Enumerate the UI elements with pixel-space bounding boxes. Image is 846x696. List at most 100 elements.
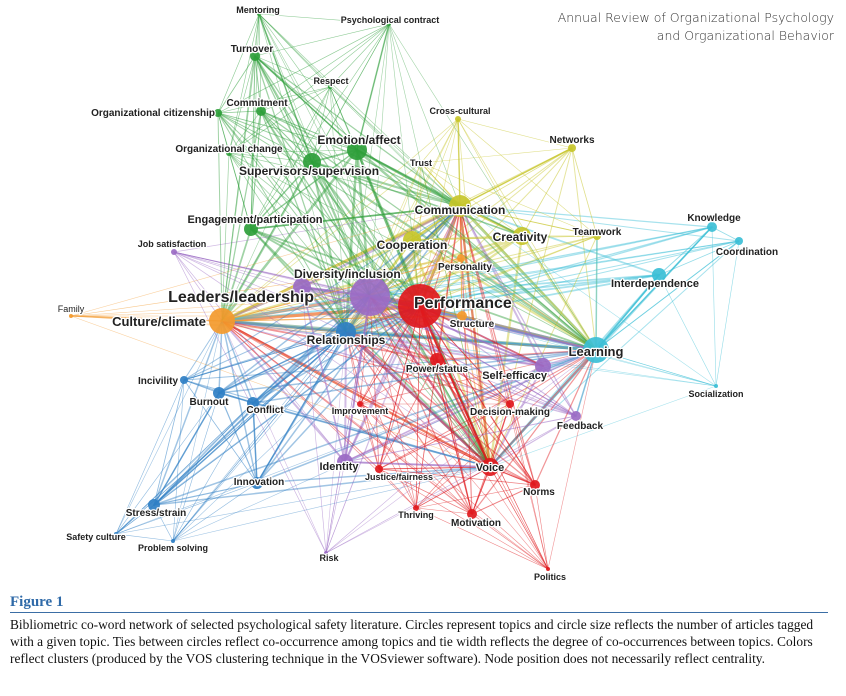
tie-voice-powerstatus (436, 359, 491, 468)
node-relationships (336, 322, 356, 342)
tie-jobsatisfaction-voice (173, 251, 491, 468)
network-nodes (69, 12, 743, 571)
tie-stress-communication (153, 205, 461, 506)
node-label-risk: Risk (319, 553, 339, 563)
tie-knowledge-communication (459, 205, 713, 228)
tie-knowledge-socialization (711, 226, 717, 387)
tie-engagement-communication (250, 205, 461, 230)
tie-relationships-culture (220, 319, 348, 334)
tie-norms-justice (378, 468, 536, 486)
node-label-socialization: Socialization (688, 389, 743, 399)
tie-justice-culture (221, 320, 380, 470)
tie-emotion-culture (220, 148, 359, 323)
tie-decisionmaking-culture (221, 320, 511, 405)
node-conflict (247, 397, 259, 409)
tie-psychcontract-relationships (345, 23, 390, 333)
network-labels: PerformanceLeaders/leadershipCulture/cli… (57, 4, 780, 584)
tie-socialization-voice (489, 385, 717, 468)
node-label-networks: Networks (549, 135, 594, 146)
tie-feedback-risk (325, 415, 577, 554)
tie-jobsatisfaction-culture (173, 251, 223, 322)
node-label-thriving: Thriving (398, 510, 434, 520)
tie-voice-thriving (415, 466, 491, 509)
tie-orgcitizenship-performance (217, 112, 421, 307)
tie-personality-family (70, 257, 462, 317)
node-label-jobsatisfaction: Job satisfaction (138, 239, 207, 249)
tie-engagement-mentoring (250, 13, 260, 230)
node-label-conflict: Conflict (246, 405, 284, 416)
tie-identity-voice (344, 461, 491, 468)
tie-improvement-culture (221, 320, 361, 405)
tie-emotion-orgcitizenship (217, 112, 358, 151)
node-label-diversity: Diversity/inclusion (294, 267, 401, 281)
tie-innovation-problemsolving (172, 482, 258, 542)
tie-orgchange-psychcontract (228, 23, 390, 154)
tie-emotion-learning (355, 148, 598, 352)
tie-relationships-innovation (256, 331, 347, 484)
tie-innovation-culture (221, 320, 258, 484)
tie-voice-communication (458, 204, 492, 469)
tie-leadership-voice (368, 294, 492, 469)
tie-personality-learning (460, 257, 597, 351)
node-label-knowledge: Knowledge (687, 213, 741, 224)
tie-orgchange-turnover (228, 55, 256, 154)
node-structure (457, 311, 467, 321)
node-label-commitment: Commitment (226, 98, 288, 109)
node-label-turnover: Turnover (231, 44, 274, 55)
tie-norms-learning (534, 349, 597, 486)
tie-conflict-performance (252, 305, 421, 404)
node-label-orgcitizenship: Organizational citizenship (91, 108, 215, 119)
node-psychcontract (387, 22, 391, 26)
node-emotion (347, 140, 367, 160)
tie-innovation-voice (256, 466, 491, 484)
tie-engagement-psychcontract (250, 23, 390, 230)
node-label-coordination: Coordination (716, 247, 778, 258)
tie-supervisors-commitment (260, 110, 313, 163)
node-label-safetyculture: Safety culture (66, 532, 126, 542)
figure-label: Figure 1 (10, 594, 64, 610)
tie-crosscultural-performance (419, 118, 459, 307)
tie-conflict-voice (252, 402, 491, 468)
tie-psychcontract-voice (388, 23, 491, 468)
tie-culture-learning (220, 319, 598, 352)
node-label-teamwork: Teamwork (573, 227, 622, 238)
tie-selfefficacy-feedback (542, 365, 577, 417)
tie-decisionmaking-politics (509, 403, 549, 570)
tie-cooperation-culture (220, 238, 414, 323)
tie-relationships-conflict (252, 331, 347, 404)
node-commitment (256, 106, 266, 116)
tie-relationships-learning (344, 330, 598, 352)
tie-stress-voice (153, 466, 491, 506)
tie-cooperation-trust (411, 162, 422, 241)
tie-diversity-communication (300, 204, 462, 289)
tie-networks-leadership (369, 147, 573, 297)
tie-orgcitizenship-learning (217, 112, 597, 351)
tie-motivation-thriving (415, 507, 473, 515)
node-respect (328, 85, 332, 89)
tie-learning-coordination (595, 240, 740, 351)
tie-teamwork-leadership (369, 235, 598, 297)
tie-decisionmaking-norms (509, 403, 536, 486)
tie-commitment-psychcontract (260, 23, 390, 112)
tie-innovation-performance (256, 305, 421, 484)
tie-motivation-improvement (359, 403, 473, 515)
tie-relationships-problemsolving (172, 331, 347, 542)
tie-interdependence-communication (459, 205, 660, 276)
node-leadership (350, 276, 390, 316)
node-label-cooperation: Cooperation (377, 238, 448, 252)
node-crosscultural (455, 116, 461, 122)
node-label-selfefficacy: Self-efficacy (482, 370, 548, 382)
tie-identity-feedback (344, 415, 577, 463)
tie-orgcitizenship-culture (217, 112, 223, 322)
journal-title-line2: and Organizational Behavior (656, 28, 834, 43)
tie-turnover-leadership (254, 55, 371, 297)
tie-psychcontract-emotion (356, 23, 390, 151)
tie-feedback-communication (459, 205, 577, 417)
tie-politics-leadership (369, 295, 549, 570)
tie-improvement-relationships (345, 331, 361, 405)
tie-creativity-crosscultural (457, 118, 523, 237)
tie-commitment-respect (260, 86, 331, 112)
node-orgchange (226, 150, 232, 156)
tie-improvement-learning (359, 349, 597, 405)
node-label-motivation: Motivation (451, 518, 501, 529)
